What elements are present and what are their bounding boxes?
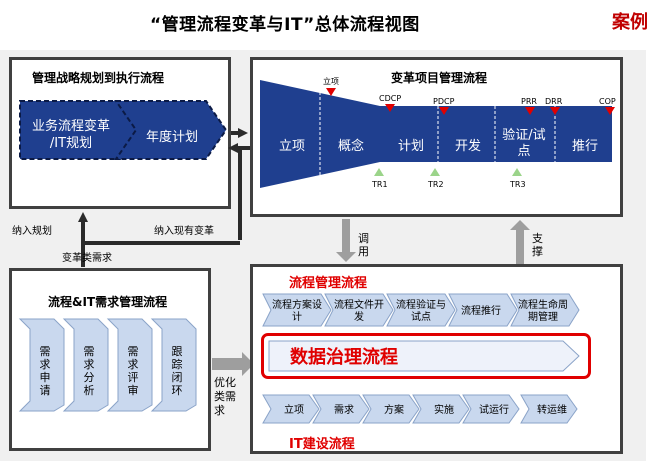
it-build-step1: 立项 bbox=[284, 405, 304, 416]
milestone-prr-marker bbox=[525, 107, 535, 115]
process-step5: 流程生命周期管理 bbox=[518, 300, 568, 323]
strategy-step1-line1: 业务流程变革 bbox=[31, 119, 110, 134]
label-include-plan: 纳入规划 bbox=[12, 226, 52, 237]
milestone-tr1: TR1 bbox=[372, 180, 388, 189]
it-demand-panel: 流程&IT需求管理流程 需求申请 需求分析 需求评审 跟踪闭环 bbox=[9, 268, 211, 451]
it-demand-step2: 需求分析 bbox=[83, 345, 95, 397]
strategy-panel: 管理战略规划到执行流程 业务流程变革 /IT规划 年度计划 bbox=[9, 57, 231, 209]
milestone-cop-marker bbox=[605, 107, 615, 115]
milestone-tr2: TR2 bbox=[428, 180, 444, 189]
it-build-step6: 转运维 bbox=[537, 405, 567, 416]
arrow-optimize bbox=[212, 352, 254, 376]
it-build-step4: 实施 bbox=[434, 405, 454, 416]
label-change-demand: 变革类需求 bbox=[62, 253, 112, 264]
it-build-step5: 试运行 bbox=[479, 405, 509, 416]
milestone-lixiang-marker bbox=[326, 88, 336, 96]
process-step3: 流程验证与试点 bbox=[396, 300, 446, 323]
strategy-step1-line2: /IT规划 bbox=[49, 136, 93, 151]
it-build-steps bbox=[262, 394, 578, 424]
milestone-drr: DRR bbox=[545, 97, 563, 106]
milestone-tr2-marker bbox=[430, 168, 440, 176]
milestone-drr-marker bbox=[550, 107, 560, 115]
it-demand-step2-shape bbox=[62, 318, 109, 412]
process-mgmt-steps bbox=[262, 293, 580, 327]
phase-tuixing: 推行 bbox=[571, 139, 598, 154]
phase-gainian: 概念 bbox=[337, 139, 364, 154]
it-demand-title: 流程&IT需求管理流程 bbox=[48, 295, 168, 309]
milestone-cdcp-marker bbox=[385, 104, 395, 112]
it-demand-step1-shape bbox=[18, 318, 65, 412]
phase-kaifa: 开发 bbox=[454, 139, 481, 154]
data-governance-label: 数据治理流程 bbox=[290, 347, 398, 368]
process-step4: 流程推行 bbox=[461, 306, 501, 317]
page-title: “管理流程变革与IT”总体流程视图 bbox=[150, 15, 420, 35]
strategy-step1-label: 业务流程变革 /IT规划 bbox=[18, 118, 124, 152]
change-mgmt-title: 变革项目管理流程 bbox=[391, 71, 488, 85]
arrow-call bbox=[336, 219, 356, 262]
strategy-chevrons bbox=[19, 100, 228, 160]
strategy-step2-shape bbox=[114, 100, 228, 160]
it-build-step2: 需求 bbox=[334, 405, 354, 416]
it-demand-step4: 跟踪闭环 bbox=[171, 345, 183, 397]
milestone-pdcp-marker bbox=[439, 107, 449, 115]
milestone-lixiang: 立项 bbox=[323, 77, 339, 86]
process-step2: 流程文件开发 bbox=[334, 300, 384, 323]
change-phase-funnel bbox=[260, 80, 612, 188]
milestone-tr3: TR3 bbox=[510, 180, 526, 189]
phase-yanzheng: 验证/试点 bbox=[502, 128, 546, 159]
process-panel: 流程管理流程 流程方案设计 流程文件开发 流程验证与试点 流程推行 流程生命周期… bbox=[250, 264, 623, 454]
label-support: 支撑 bbox=[532, 232, 543, 258]
strategy-title: 管理战略规划到执行流程 bbox=[32, 71, 165, 85]
milestone-cop: COP bbox=[599, 97, 616, 106]
data-governance-box[interactable]: 数据治理流程 bbox=[261, 333, 591, 379]
milestone-pdcp: PDCP bbox=[433, 97, 455, 106]
milestone-cdcp: CDCP bbox=[379, 94, 402, 103]
case-label: 案例 bbox=[612, 12, 648, 33]
it-demand-step3: 需求评审 bbox=[127, 345, 139, 397]
milestone-tr1-marker bbox=[374, 168, 384, 176]
milestone-tr3-marker bbox=[512, 168, 522, 176]
strategy-step2-label: 年度计划 bbox=[145, 130, 198, 145]
it-demand-step4-shape bbox=[150, 318, 197, 412]
it-build-title: IT建设流程 bbox=[289, 437, 355, 452]
it-build-step3: 方案 bbox=[384, 405, 404, 416]
label-include-change: 纳入现有变革 bbox=[154, 226, 214, 237]
it-demand-step1: 需求申请 bbox=[39, 345, 51, 397]
phase-bar bbox=[380, 106, 612, 162]
label-call: 调用 bbox=[358, 232, 369, 258]
change-mgmt-panel: 变革项目管理流程 立项 概念 计划 开发 验证/试点 推行 立项 CDCP PD… bbox=[250, 57, 623, 217]
phase-lixiang: 立项 bbox=[278, 139, 305, 154]
milestone-prr: PRR bbox=[521, 97, 537, 106]
process-mgmt-title: 流程管理流程 bbox=[289, 276, 368, 291]
phase-jihua: 计划 bbox=[397, 139, 424, 154]
it-demand-steps bbox=[18, 318, 197, 412]
it-demand-step3-shape bbox=[106, 318, 153, 412]
arrow-support bbox=[510, 220, 530, 264]
process-step1: 流程方案设计 bbox=[272, 300, 322, 323]
label-optimize-demand: 优化类需求 bbox=[214, 376, 236, 417]
